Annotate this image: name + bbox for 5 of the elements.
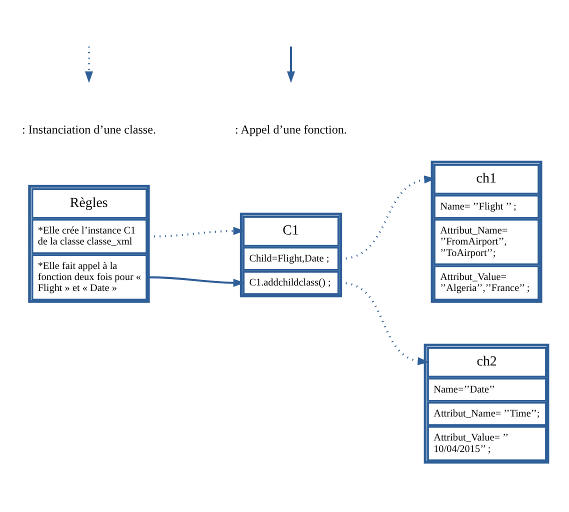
node-box: ch2 Name=’’Date’’ Attribut_Name= ’’Time’’; Attribut_Value= ’’ 10/04/2015’’ ; [424,343,550,464]
legend-label: : Instanciation d’une classe. [22,122,156,136]
legend-label: : Appel d’une fonction. [235,122,347,136]
arrow [148,276,245,286]
node-box: C1 Child=Flight,Date ; C1.addchildclass() ; [240,212,342,297]
